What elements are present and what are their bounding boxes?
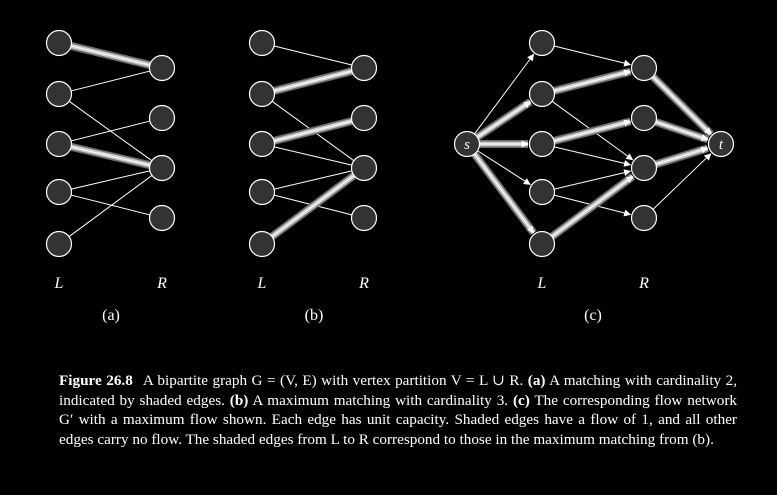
right-node-1 [148, 54, 176, 82]
right-node-3 [350, 154, 378, 182]
right-node-4 [148, 204, 176, 232]
edge-l3-r2 [70, 120, 151, 142]
panel-b-label: (b) [305, 307, 324, 324]
edge-s-l2 [477, 101, 531, 138]
right-node-2 [148, 104, 176, 132]
left-node-4 [45, 178, 73, 206]
caption-a-text: A matching with cardinality 2, indicated… [59, 372, 738, 409]
right-node-3 [630, 154, 658, 182]
edge-l1-r1 [274, 45, 352, 66]
caption-intro: A bipartite graph G = (V, E) with vertex… [142, 372, 524, 389]
right-node-1 [350, 54, 378, 82]
caption-b-label: (b) [229, 391, 249, 409]
panel-b-nodes [248, 29, 378, 258]
panel-a-right-label: R [156, 275, 167, 292]
left-node-3 [45, 130, 73, 158]
right-node-2 [630, 104, 658, 132]
caption-c-label: (c) [512, 391, 530, 409]
source-node [453, 130, 481, 158]
edge-l4-r3 [71, 170, 150, 190]
panel-a-nodes [45, 29, 176, 258]
edge-s-l5 [474, 153, 535, 234]
edge-l3-r2 [273, 120, 353, 142]
left-node-1 [248, 29, 276, 57]
left-node-5 [45, 230, 73, 258]
edge-r1-t [652, 76, 712, 135]
edge-s-l4 [477, 150, 531, 185]
edge-s-l1 [474, 53, 535, 135]
right-node-4 [350, 204, 378, 232]
right-node-3 [148, 154, 176, 182]
left-node-4 [528, 178, 556, 206]
left-node-2 [248, 80, 276, 108]
right-node-2 [350, 104, 378, 132]
panel-a: L R (a) [45, 29, 176, 324]
edge-r2-t [655, 121, 709, 141]
edge-l4-r3 [274, 170, 352, 190]
edge-r4-t [652, 153, 712, 210]
sink-node-label: t [719, 137, 724, 153]
source-node-label: s [464, 137, 470, 153]
edge-l2-r1 [70, 70, 151, 92]
edge-l3-r3 [71, 146, 150, 166]
right-node-4 [630, 204, 658, 232]
edge-l2-r1 [273, 70, 353, 92]
panel-a-label: (a) [102, 307, 120, 324]
edge-l4-r3 [554, 169, 632, 190]
edge-l4-r4 [70, 194, 151, 216]
panel-b-right-label: R [358, 275, 369, 292]
edge-l5-r3 [271, 175, 355, 237]
left-node-5 [528, 230, 556, 258]
panel-b-left-label: L [257, 275, 267, 292]
caption-a-label: (a) [527, 372, 546, 389]
edge-r3-t [655, 146, 709, 165]
edge-l2-r1 [553, 69, 632, 92]
edge-l3-r2 [553, 119, 632, 142]
figure-caption: Figure 26.8 A bipartite graph G = (V, E) … [59, 371, 737, 449]
sink-node [707, 130, 735, 158]
left-node-1 [528, 29, 556, 57]
panel-c-edges [471, 45, 714, 240]
left-node-3 [528, 130, 556, 158]
edge-l5-r3 [68, 175, 153, 237]
caption-figure-label: Figure 26.8 [59, 372, 133, 389]
panel-a-edges [68, 42, 153, 237]
left-node-2 [45, 80, 73, 108]
caption-c-text: The corresponding flow network G′ with a… [59, 391, 737, 448]
panel-a-left-label: L [54, 275, 64, 292]
panel-b: L R (b) [248, 29, 378, 324]
left-node-1 [45, 29, 73, 57]
panel-c-label: (c) [584, 307, 602, 324]
panel-c-right-label: R [638, 275, 649, 292]
edge-l3-r3 [554, 146, 632, 167]
panel-b-edges [269, 45, 357, 240]
panel-c-left-label: L [537, 275, 547, 292]
edge-l3-r3 [274, 146, 352, 166]
left-node-5 [248, 230, 276, 258]
edge-l1-r1 [554, 45, 632, 67]
left-node-2 [528, 80, 556, 108]
edge-l5-r3 [551, 175, 634, 237]
left-node-4 [248, 178, 276, 206]
edge-l1-r1 [71, 45, 150, 66]
left-node-3 [248, 130, 276, 158]
right-node-1 [630, 54, 658, 82]
caption-b-text: A maximum matching with cardinality 3. [252, 391, 509, 409]
